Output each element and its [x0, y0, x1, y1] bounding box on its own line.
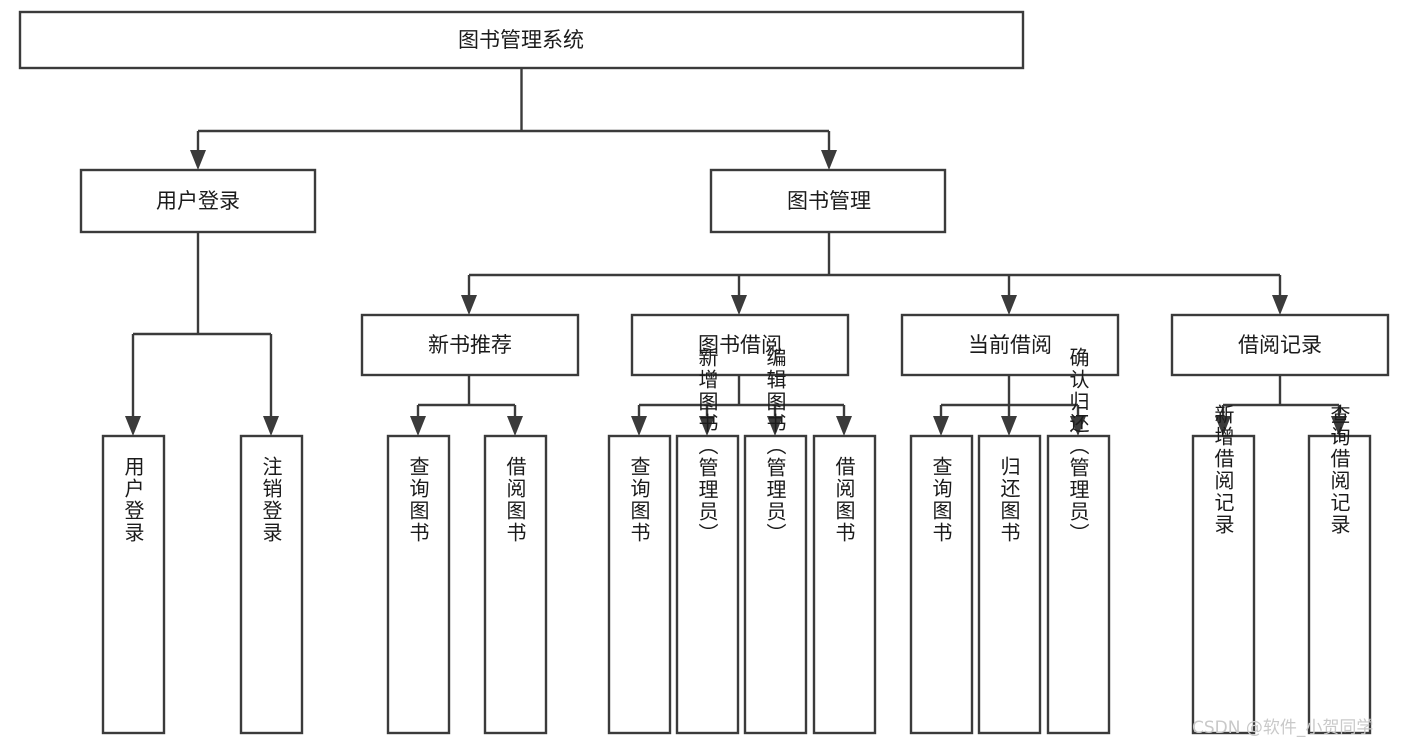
leaf-node[interactable]: 归还图书 [977, 434, 1042, 735]
leaf-newbook-borrow-box[interactable] [483, 434, 548, 735]
connector-layer [125, 68, 1347, 436]
leaf-borrowrecord-add-label: 新增借阅记录 [1211, 404, 1235, 536]
node-user-login[interactable]: 用户登录 [79, 168, 317, 234]
leaf-currentborrow-confirm-label: 确认归还（管理员） [1066, 347, 1090, 545]
arrowhead-leaf-bookborrow-4 [836, 416, 852, 436]
arrowhead-book-borrow [731, 295, 747, 315]
leaf-node[interactable]: 注销登录 [239, 434, 304, 735]
arrowhead-leaf-bookborrow-3 [767, 416, 783, 436]
leaf-node[interactable]: 用户登录 [101, 434, 166, 735]
arrowhead-leaf-bookborrow-2 [699, 416, 715, 436]
leaf-newbook-query-label: 查询图书 [406, 456, 430, 544]
leaf-user-login-label: 用户登录 [121, 456, 145, 544]
leaf-bookborrow-query-label: 查询图书 [627, 456, 651, 544]
node-book-borrow[interactable]: 图书借阅 [630, 313, 850, 377]
node-new-book-recommend-label: 新书推荐 [428, 333, 512, 357]
leaf-borrowrecord-query-label: 查询借阅记录 [1327, 404, 1351, 536]
node-new-book-recommend-box[interactable] [360, 313, 580, 377]
node-current-borrow[interactable]: 当前借阅 [900, 313, 1120, 377]
node-borrow-record[interactable]: 借阅记录 [1170, 313, 1390, 377]
node-new-book-recommend[interactable]: 新书推荐 [360, 313, 580, 377]
node-book-management-label: 图书管理 [787, 189, 871, 213]
leaf-user-login-box[interactable] [101, 434, 166, 735]
arrowhead-user-login [190, 150, 206, 170]
leaf-node[interactable]: 查询图书 [386, 434, 451, 735]
node-book-management-box[interactable] [709, 168, 947, 234]
csdn-watermark: CSDN @软件_小贺同学 [1192, 718, 1373, 738]
leaf-bookborrow-add-label: 新增图书（管理员） [695, 347, 719, 545]
arrowhead-leaf-borrowrecord-2 [1331, 416, 1347, 436]
leaf-currentborrow-return-box[interactable] [977, 434, 1042, 735]
leaf-bookborrow-edit-label: 编辑图书（管理员） [763, 347, 787, 545]
leaf-node[interactable]: 编辑图书（管理员） [743, 347, 808, 735]
arrowhead-leaf-user-login-2 [263, 416, 279, 436]
arrowhead-borrow-record [1272, 295, 1288, 315]
leaf-logout-label: 注销登录 [259, 456, 283, 544]
leaf-currentborrow-query-label: 查询图书 [929, 456, 953, 544]
leaf-currentborrow-query-box[interactable] [909, 434, 974, 735]
arrowhead-leaf-currentborrow-1 [933, 416, 949, 436]
arrowhead-leaf-currentborrow-2 [1001, 416, 1017, 436]
arrowhead-leaf-newbook-2 [507, 416, 523, 436]
leaf-borrowrecord-add-box[interactable] [1191, 434, 1256, 735]
arrowhead-current-borrow [1001, 295, 1017, 315]
leaf-newbook-query-box[interactable] [386, 434, 451, 735]
node-current-borrow-label: 当前借阅 [968, 333, 1052, 357]
node-book-management[interactable]: 图书管理 [709, 168, 947, 234]
node-borrow-record-label: 借阅记录 [1238, 333, 1322, 357]
leaf-node[interactable]: 确认归还（管理员） [1046, 347, 1111, 735]
arrowhead-leaf-newbook-1 [410, 416, 426, 436]
arrowhead-new-book [461, 295, 477, 315]
node-root-system-box[interactable] [18, 10, 1025, 70]
leaf-node[interactable]: 查询图书 [607, 434, 672, 735]
arrowhead-leaf-borrowrecord-1 [1215, 416, 1231, 436]
node-root-system[interactable]: 图书管理系统 [18, 10, 1025, 70]
arrowhead-book-mgmt [821, 150, 837, 170]
node-book-borrow-label: 图书借阅 [698, 333, 782, 357]
leaf-currentborrow-return-label: 归还图书 [997, 456, 1021, 544]
leaf-currentborrow-confirm-box[interactable] [1046, 434, 1111, 735]
arrowhead-leaf-currentborrow-3 [1070, 416, 1086, 436]
node-book-borrow-box[interactable] [630, 313, 850, 377]
leaf-node[interactable]: 借阅图书 [812, 434, 877, 735]
node-borrow-record-box[interactable] [1170, 313, 1390, 377]
arrowhead-leaf-user-login-1 [125, 416, 141, 436]
leaf-bookborrow-query-box[interactable] [607, 434, 672, 735]
node-root-system-label: 图书管理系统 [458, 28, 584, 52]
leaf-bookborrow-edit-box[interactable] [743, 434, 808, 735]
leaf-node[interactable]: 查询借阅记录 [1307, 404, 1372, 735]
arrowhead-leaf-bookborrow-1 [631, 416, 647, 436]
node-user-login-box[interactable] [79, 168, 317, 234]
leaf-node[interactable]: 借阅图书 [483, 434, 548, 735]
leaf-bookborrow-borrow-label: 借阅图书 [832, 456, 856, 544]
leaf-newbook-borrow-label: 借阅图书 [503, 456, 527, 544]
leaf-bookborrow-add-box[interactable] [675, 434, 740, 735]
leaf-logout-box[interactable] [239, 434, 304, 735]
node-current-borrow-box[interactable] [900, 313, 1120, 377]
leaf-node[interactable]: 查询图书 [909, 434, 974, 735]
leaf-borrowrecord-query-box[interactable] [1307, 434, 1372, 735]
leaf-bookborrow-borrow-box[interactable] [812, 434, 877, 735]
node-user-login-label: 用户登录 [156, 189, 240, 213]
leaf-node[interactable]: 新增图书（管理员） [675, 347, 740, 735]
leaf-node[interactable]: 新增借阅记录 [1191, 404, 1256, 735]
